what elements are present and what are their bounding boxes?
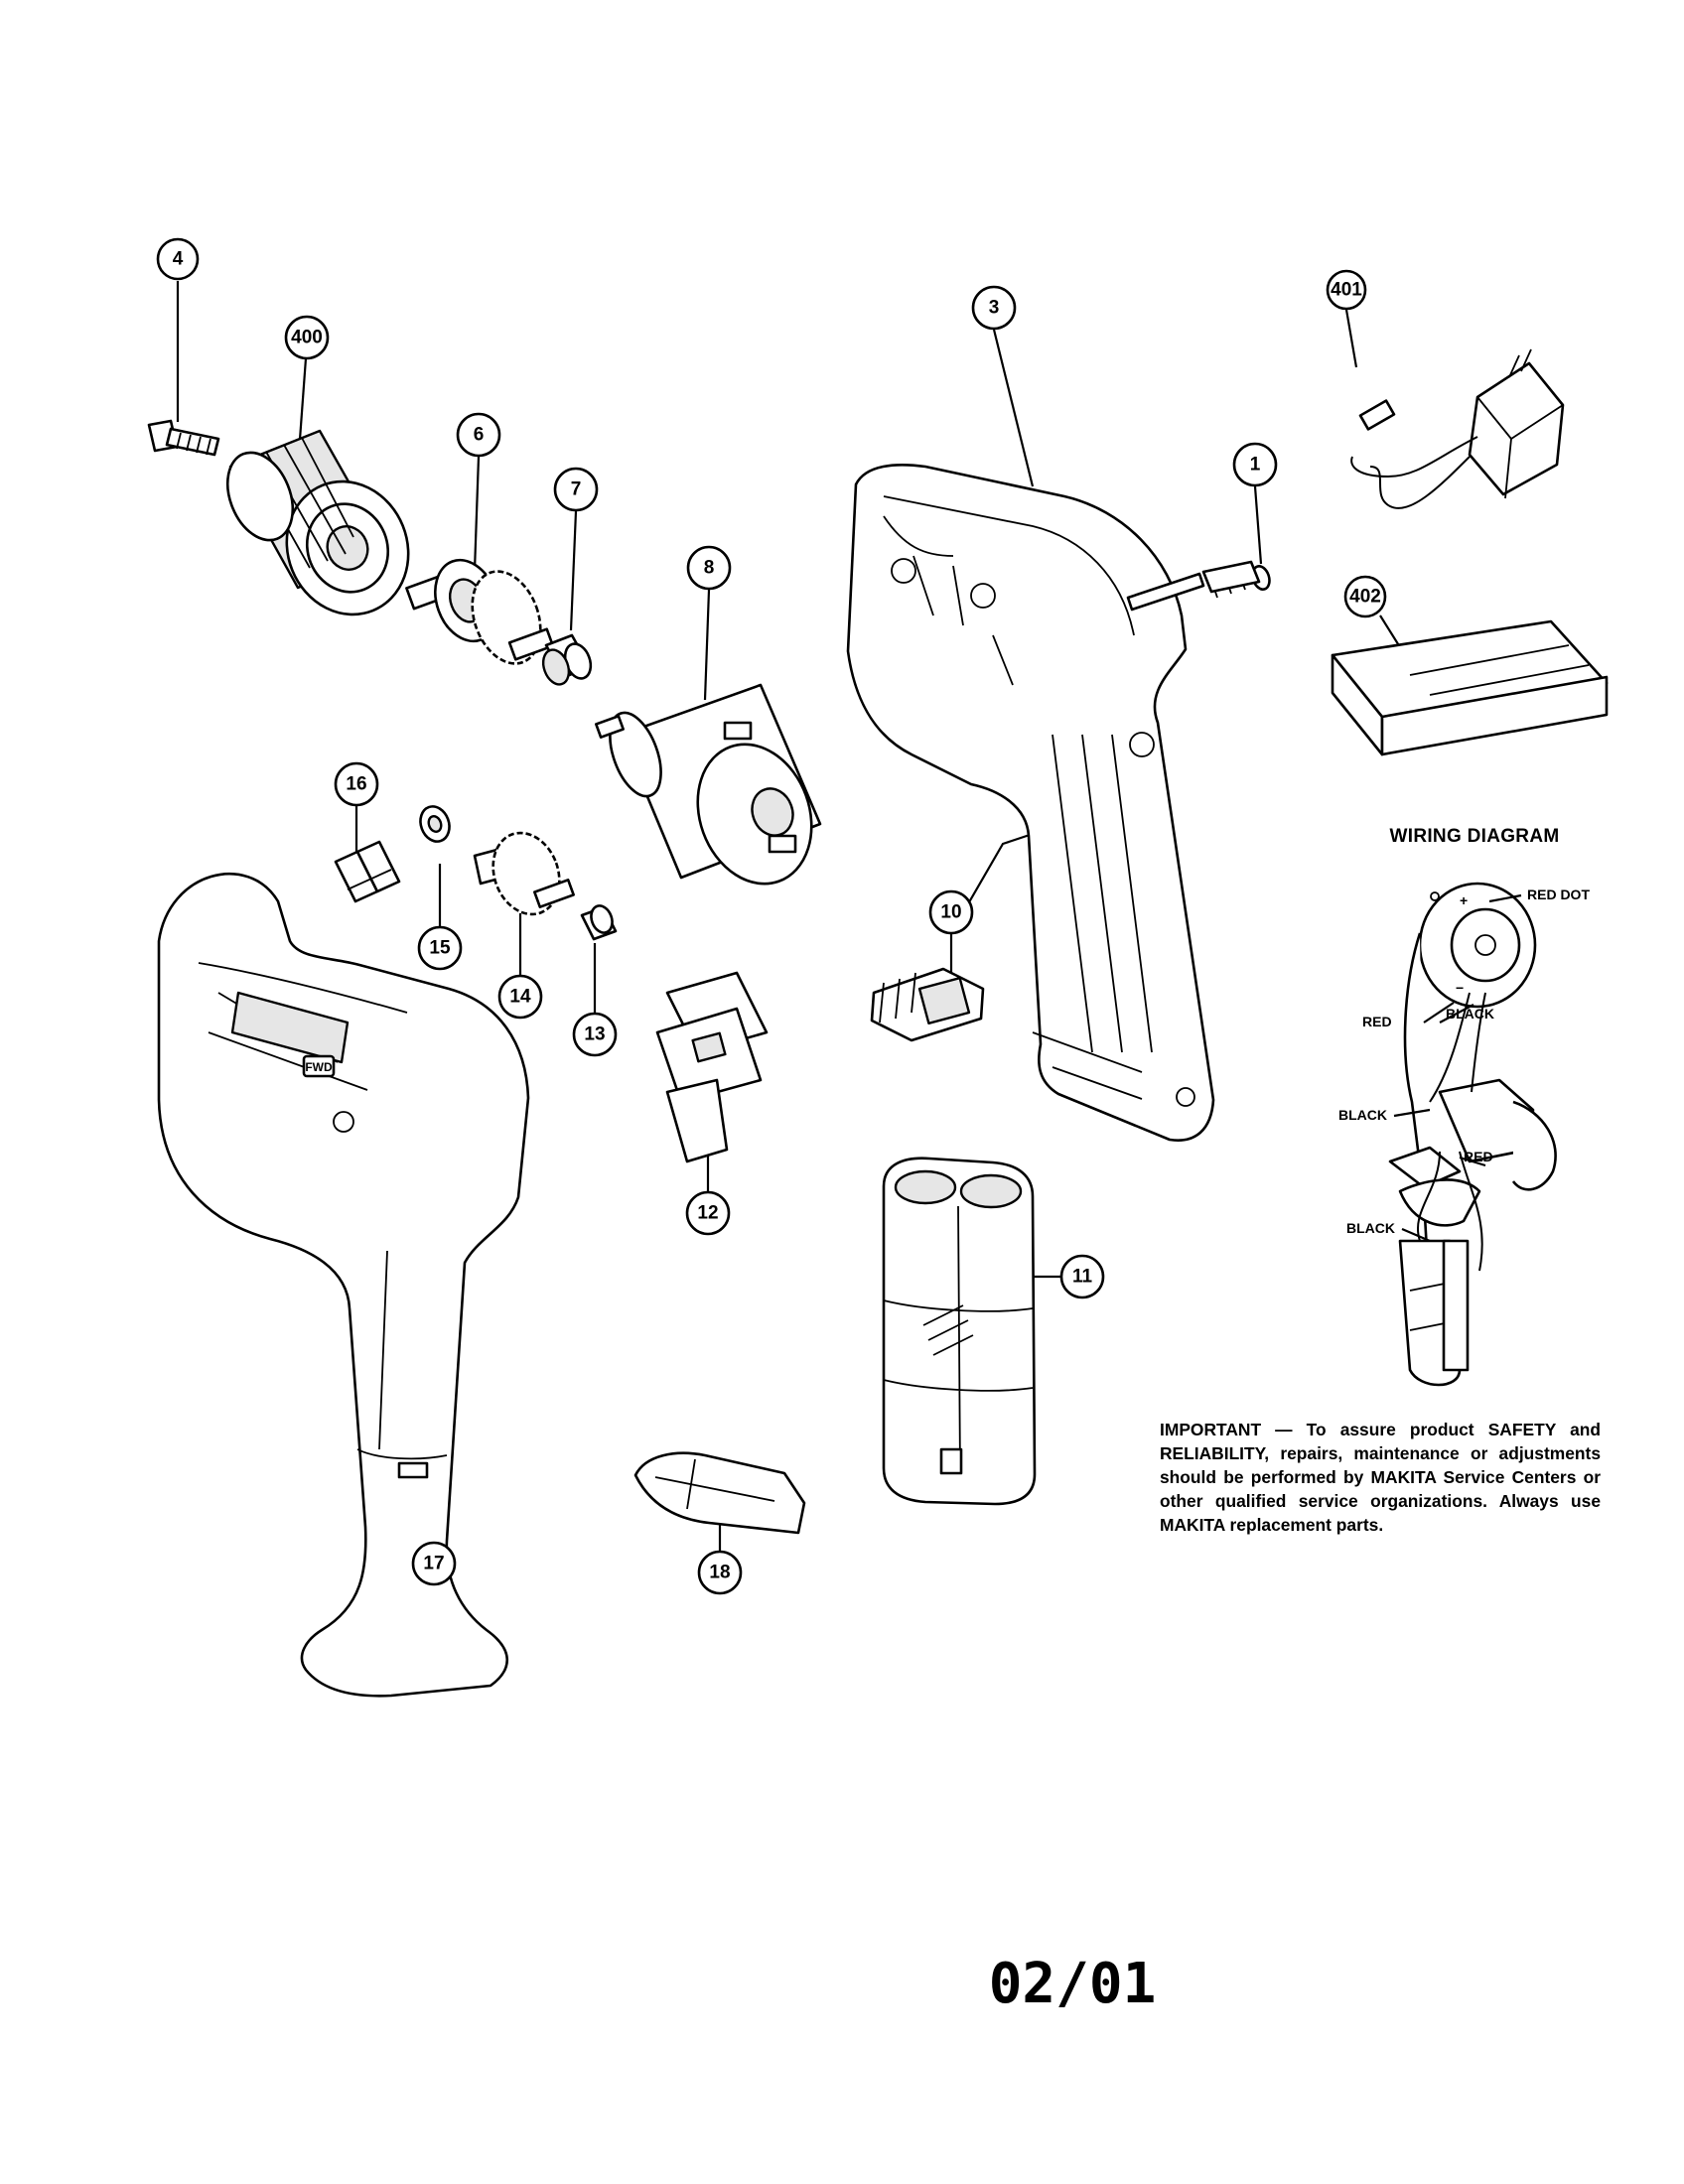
part-11-battery	[882, 1157, 1037, 1506]
callout-1: 1	[1232, 442, 1278, 487]
part-3-housing-right	[846, 464, 1215, 1142]
callout-7: 7	[553, 467, 599, 512]
part-16-clip	[334, 840, 401, 903]
svg-text:15: 15	[429, 938, 451, 959]
callout-6: 6	[456, 412, 501, 458]
part-14-gear-shaft	[473, 831, 575, 916]
callout-14: 14	[497, 974, 543, 1020]
part-17-housing-left: FWD	[157, 873, 530, 1698]
callout-3: 3	[971, 285, 1017, 331]
svg-text:13: 13	[584, 1024, 605, 1045]
svg-text:14: 14	[509, 987, 531, 1008]
part-6-spindle-gear	[405, 558, 555, 665]
svg-text:3: 3	[989, 298, 1000, 319]
svg-text:18: 18	[709, 1563, 730, 1583]
part-18-battery-cover	[633, 1451, 806, 1535]
callout-16: 16	[334, 761, 379, 807]
svg-text:12: 12	[697, 1203, 718, 1224]
callout-4: 4	[156, 237, 200, 281]
svg-text:8: 8	[704, 558, 715, 579]
part-4-chuck-screw	[147, 419, 220, 457]
svg-text:401: 401	[1331, 280, 1362, 301]
wiring-diagram-title: WIRING DIAGRAM	[1389, 826, 1560, 847]
callout-400: 400	[284, 315, 330, 360]
callout-13: 13	[572, 1012, 618, 1057]
callout-8: 8	[686, 545, 732, 591]
part-7-bearing-sleeve	[541, 633, 593, 686]
callout-401: 401	[1326, 269, 1367, 311]
svg-text:6: 6	[474, 425, 485, 446]
callout-15: 15	[417, 925, 463, 971]
callout-17: 17	[411, 1541, 457, 1586]
callout-11: 11	[1059, 1254, 1105, 1299]
svg-text:17: 17	[423, 1554, 444, 1574]
svg-text:4: 4	[173, 249, 184, 270]
part-1-housing-screw	[1126, 560, 1271, 612]
part-400-keyless-chuck	[225, 429, 410, 616]
wiring-label-minus: −	[1456, 980, 1464, 996]
wiring-diagram: RED DOT RED BLACK BLACK RED BLACK + −	[1338, 882, 1590, 1387]
part-10-terminal	[870, 967, 985, 1042]
part-15-sleeve	[419, 805, 451, 843]
wiring-label-plus: +	[1460, 892, 1468, 908]
page-code: 02/01	[988, 1952, 1157, 2016]
callout-12: 12	[685, 1190, 731, 1236]
part-402-case	[1331, 619, 1609, 756]
svg-text:402: 402	[1349, 587, 1381, 608]
part-8-motor	[595, 683, 822, 886]
wiring-label-black: BLACK	[1446, 1006, 1494, 1022]
important-note: IMPORTANT — To assure product SAFETY and…	[1160, 1420, 1601, 1535]
direction-label: FWD	[305, 1060, 333, 1074]
part-13-sleeve	[580, 904, 618, 941]
svg-text:10: 10	[940, 902, 961, 923]
svg-text:16: 16	[346, 774, 366, 795]
svg-text:400: 400	[291, 328, 323, 348]
wiring-label-red-2: RED	[1464, 1149, 1493, 1164]
part-401-charger	[1350, 348, 1565, 509]
wiring-label-black-2: BLACK	[1338, 1107, 1387, 1123]
wiring-label-black-3: BLACK	[1346, 1220, 1395, 1236]
callout-402: 402	[1343, 575, 1387, 618]
wiring-label-red-dot: RED DOT	[1527, 887, 1590, 902]
svg-text:7: 7	[571, 479, 582, 500]
part-12-trigger-switch	[655, 971, 769, 1163]
svg-text:1: 1	[1250, 455, 1261, 476]
svg-text:11: 11	[1072, 1267, 1093, 1288]
callout-10: 10	[928, 889, 974, 935]
wiring-label-red: RED	[1362, 1014, 1392, 1029]
callout-18: 18	[697, 1550, 743, 1595]
